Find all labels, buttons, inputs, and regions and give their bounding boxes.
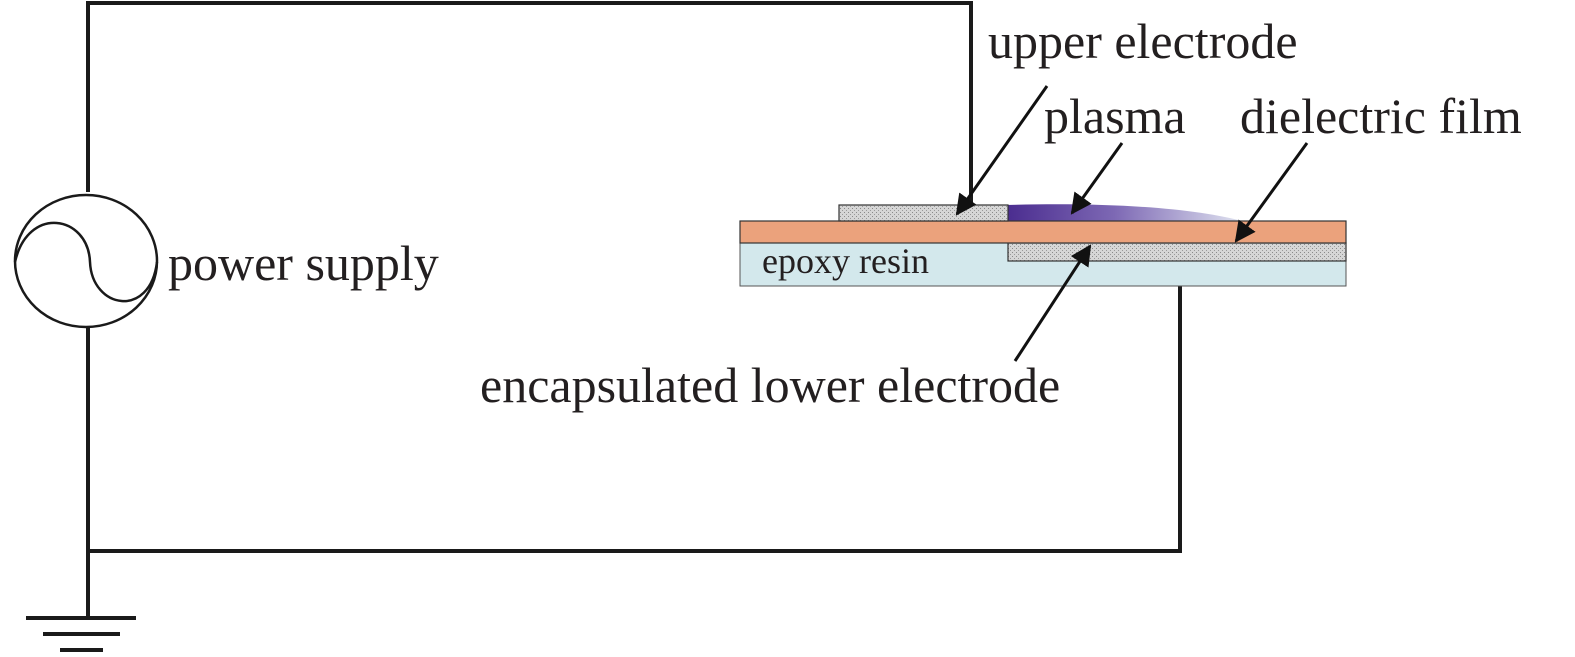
- lower-electrode-label: encapsulated lower electrode: [480, 357, 1060, 413]
- ground-icon: [26, 616, 136, 652]
- circuit-wiring: [86, 1, 1182, 618]
- top-wire: [86, 1, 973, 205]
- lower-electrode-leader: [1013, 244, 1092, 362]
- leader-lines: [955, 85, 1309, 362]
- upper-electrode: [838, 204, 1009, 222]
- plasma-label: plasma: [1044, 88, 1186, 144]
- upper-electrode-label: upper electrode: [988, 13, 1298, 69]
- plasma-leader: [1070, 142, 1124, 215]
- dielectric-film-leader: [1234, 142, 1309, 243]
- labels: power supply upper electrode plasma diel…: [168, 13, 1522, 413]
- dielectric-film-label: dielectric film: [1240, 88, 1522, 144]
- upper-electrode-leader: [955, 85, 1049, 216]
- power-supply-label: power supply: [168, 235, 439, 291]
- bottom-wire: [86, 262, 1182, 553]
- ac-source-icon: [13, 193, 159, 329]
- epoxy-resin-label: epoxy resin: [762, 241, 929, 281]
- lower-electrode: [1007, 242, 1347, 262]
- dielectric-film: [739, 220, 1347, 244]
- plasma-region: [1006, 204, 1246, 222]
